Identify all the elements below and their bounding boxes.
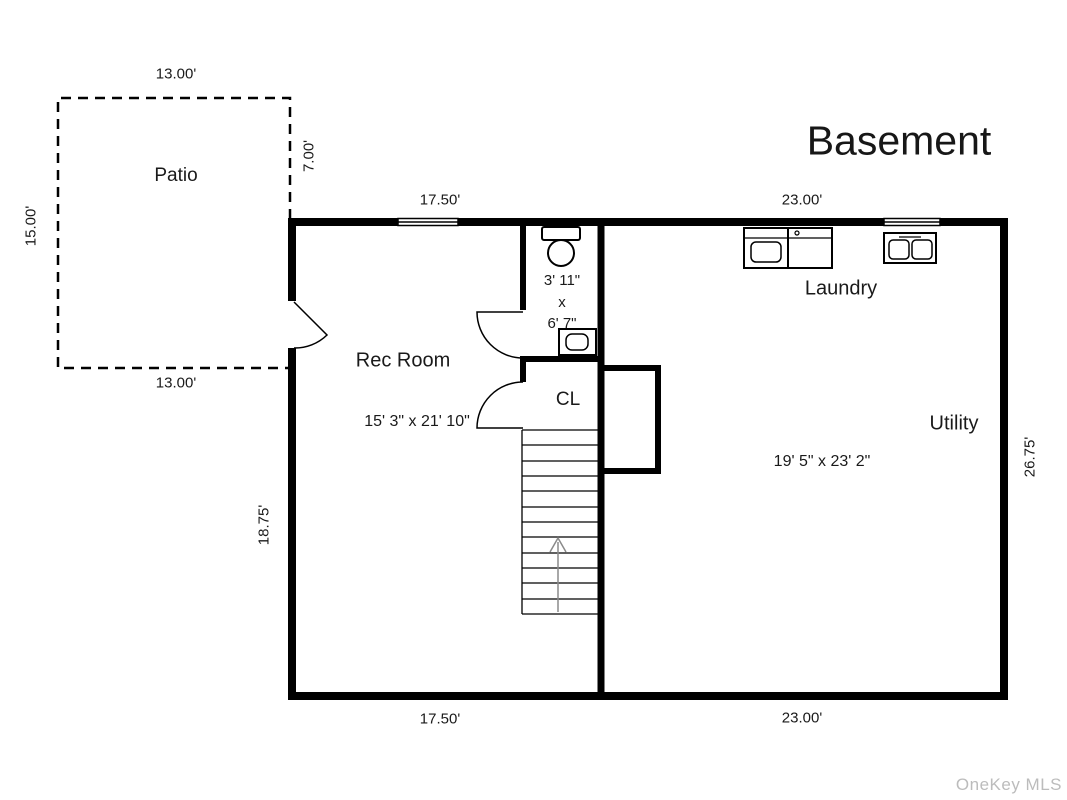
laundry-label: Laundry [804, 277, 878, 300]
stairs [521, 429, 598, 615]
dim-side-left: 18.75' [255, 504, 273, 546]
laundry-sink-icon [883, 232, 937, 264]
door-arc-icon [293, 301, 329, 349]
patio-dim-top: 13.00' [155, 65, 197, 83]
dim-top-right: 23.00' [781, 191, 823, 209]
dim-top-left: 17.50' [419, 191, 461, 209]
dim-bottom-left: 17.50' [419, 710, 461, 728]
dim-bottom-right: 23.00' [781, 709, 823, 727]
patio-dim-left: 15.00' [22, 205, 40, 247]
bathroom-dim-separator: x [558, 293, 566, 311]
utility-label: Utility [929, 412, 979, 435]
utility-size: 19' 5" x 23' 2" [773, 453, 871, 470]
patio-label: Patio [154, 165, 198, 186]
watermark: OneKey MLS [955, 775, 1062, 794]
window-icon [883, 217, 941, 227]
rec-room-size: 15' 3" x 21' 10" [364, 413, 470, 430]
toilet-icon [541, 226, 581, 267]
closet-label: CL [555, 389, 581, 410]
bathroom-dims: 3' 11" x 6' 7" [544, 270, 580, 335]
dim-side-right: 26.75' [1021, 436, 1039, 478]
bathroom-dim-depth: 6' 7" [547, 314, 577, 332]
stairs-up-arrow-icon [549, 536, 567, 612]
under-stair-closet [604, 365, 661, 474]
door-arc-icon [476, 311, 524, 359]
patio-dim-bottom: 13.00' [155, 374, 197, 392]
patio-dim-right: 7.00' [300, 139, 318, 173]
door-arc-icon [476, 381, 524, 429]
interior-walls [520, 222, 605, 696]
exterior-walls [288, 218, 1008, 700]
dryer-icon [787, 227, 833, 269]
patio-outline [56, 96, 292, 370]
bathroom-dim-width: 3' 11" [543, 271, 581, 289]
window-icon [397, 217, 459, 227]
plan-title: Basement [806, 117, 992, 164]
rec-room-label: Rec Room [355, 349, 451, 372]
washer-icon [743, 227, 789, 269]
sink-icon [558, 328, 597, 356]
